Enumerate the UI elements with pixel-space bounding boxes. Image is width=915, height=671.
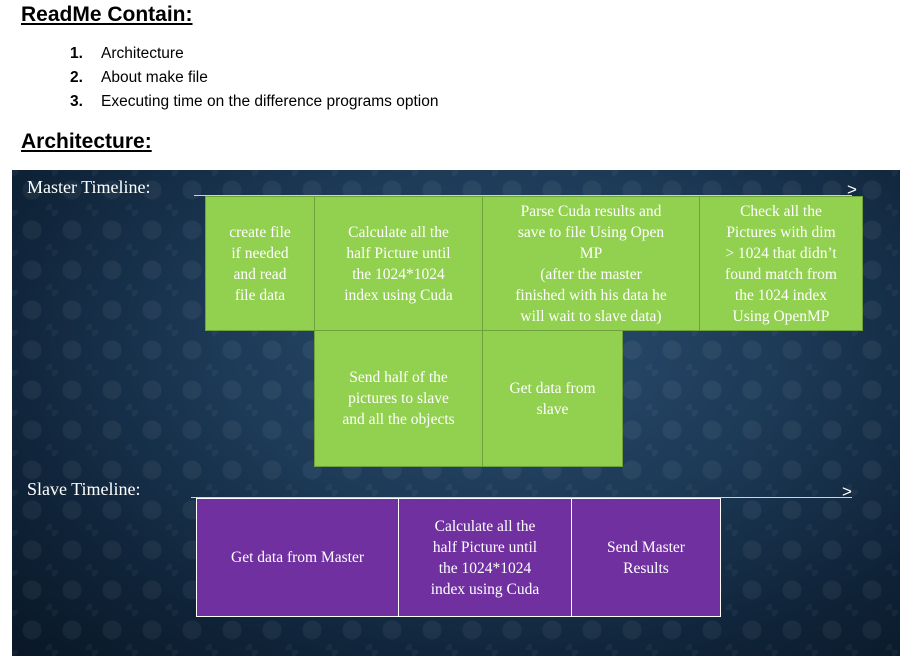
slave-timeline-axis: [191, 497, 852, 498]
readme-heading: ReadMe Contain:: [21, 3, 193, 26]
list-item-label: About make file: [101, 69, 208, 86]
list-number: 2.: [70, 69, 83, 86]
slave-timeline-label: Slave Timeline:: [27, 479, 141, 499]
list-item: 3. Executing time on the difference prog…: [70, 92, 438, 116]
architecture-diagram: Master Timeline: > create file if needed…: [12, 170, 900, 656]
list-item-label: Architecture: [101, 45, 184, 62]
list-item: 1. Architecture: [70, 44, 438, 68]
list-number: 1.: [70, 45, 83, 62]
master-step-send-half: Send half of the pictures to slave and a…: [314, 330, 483, 467]
slave-arrowhead-icon: >: [842, 482, 852, 501]
list-item-label: Executing time on the difference program…: [101, 93, 439, 110]
master-arrowhead-icon: >: [847, 180, 857, 199]
slave-step-send-results: Send Master Results: [571, 498, 721, 617]
list-item: 2. About make file: [70, 68, 438, 92]
slave-step-get-master-data: Get data from Master: [196, 498, 399, 617]
master-timeline-label: Master Timeline:: [27, 177, 151, 197]
master-step-create-file: create file if needed and read file data: [205, 196, 315, 331]
contents-list: 1. Architecture 2. About make file 3. Ex…: [70, 44, 438, 116]
list-number: 3.: [70, 93, 83, 110]
master-step-calculate-cuda: Calculate all the half Picture until the…: [314, 196, 483, 331]
master-step-check-pictures: Check all the Pictures with dim > 1024 t…: [699, 196, 863, 331]
architecture-heading: Architecture:: [21, 130, 152, 153]
master-timeline-axis: [194, 195, 852, 196]
slave-step-calculate-cuda: Calculate all the half Picture until the…: [398, 498, 572, 617]
master-step-get-slave-data: Get data from slave: [482, 330, 623, 467]
master-step-parse-results: Parse Cuda results and save to file Usin…: [482, 196, 700, 331]
